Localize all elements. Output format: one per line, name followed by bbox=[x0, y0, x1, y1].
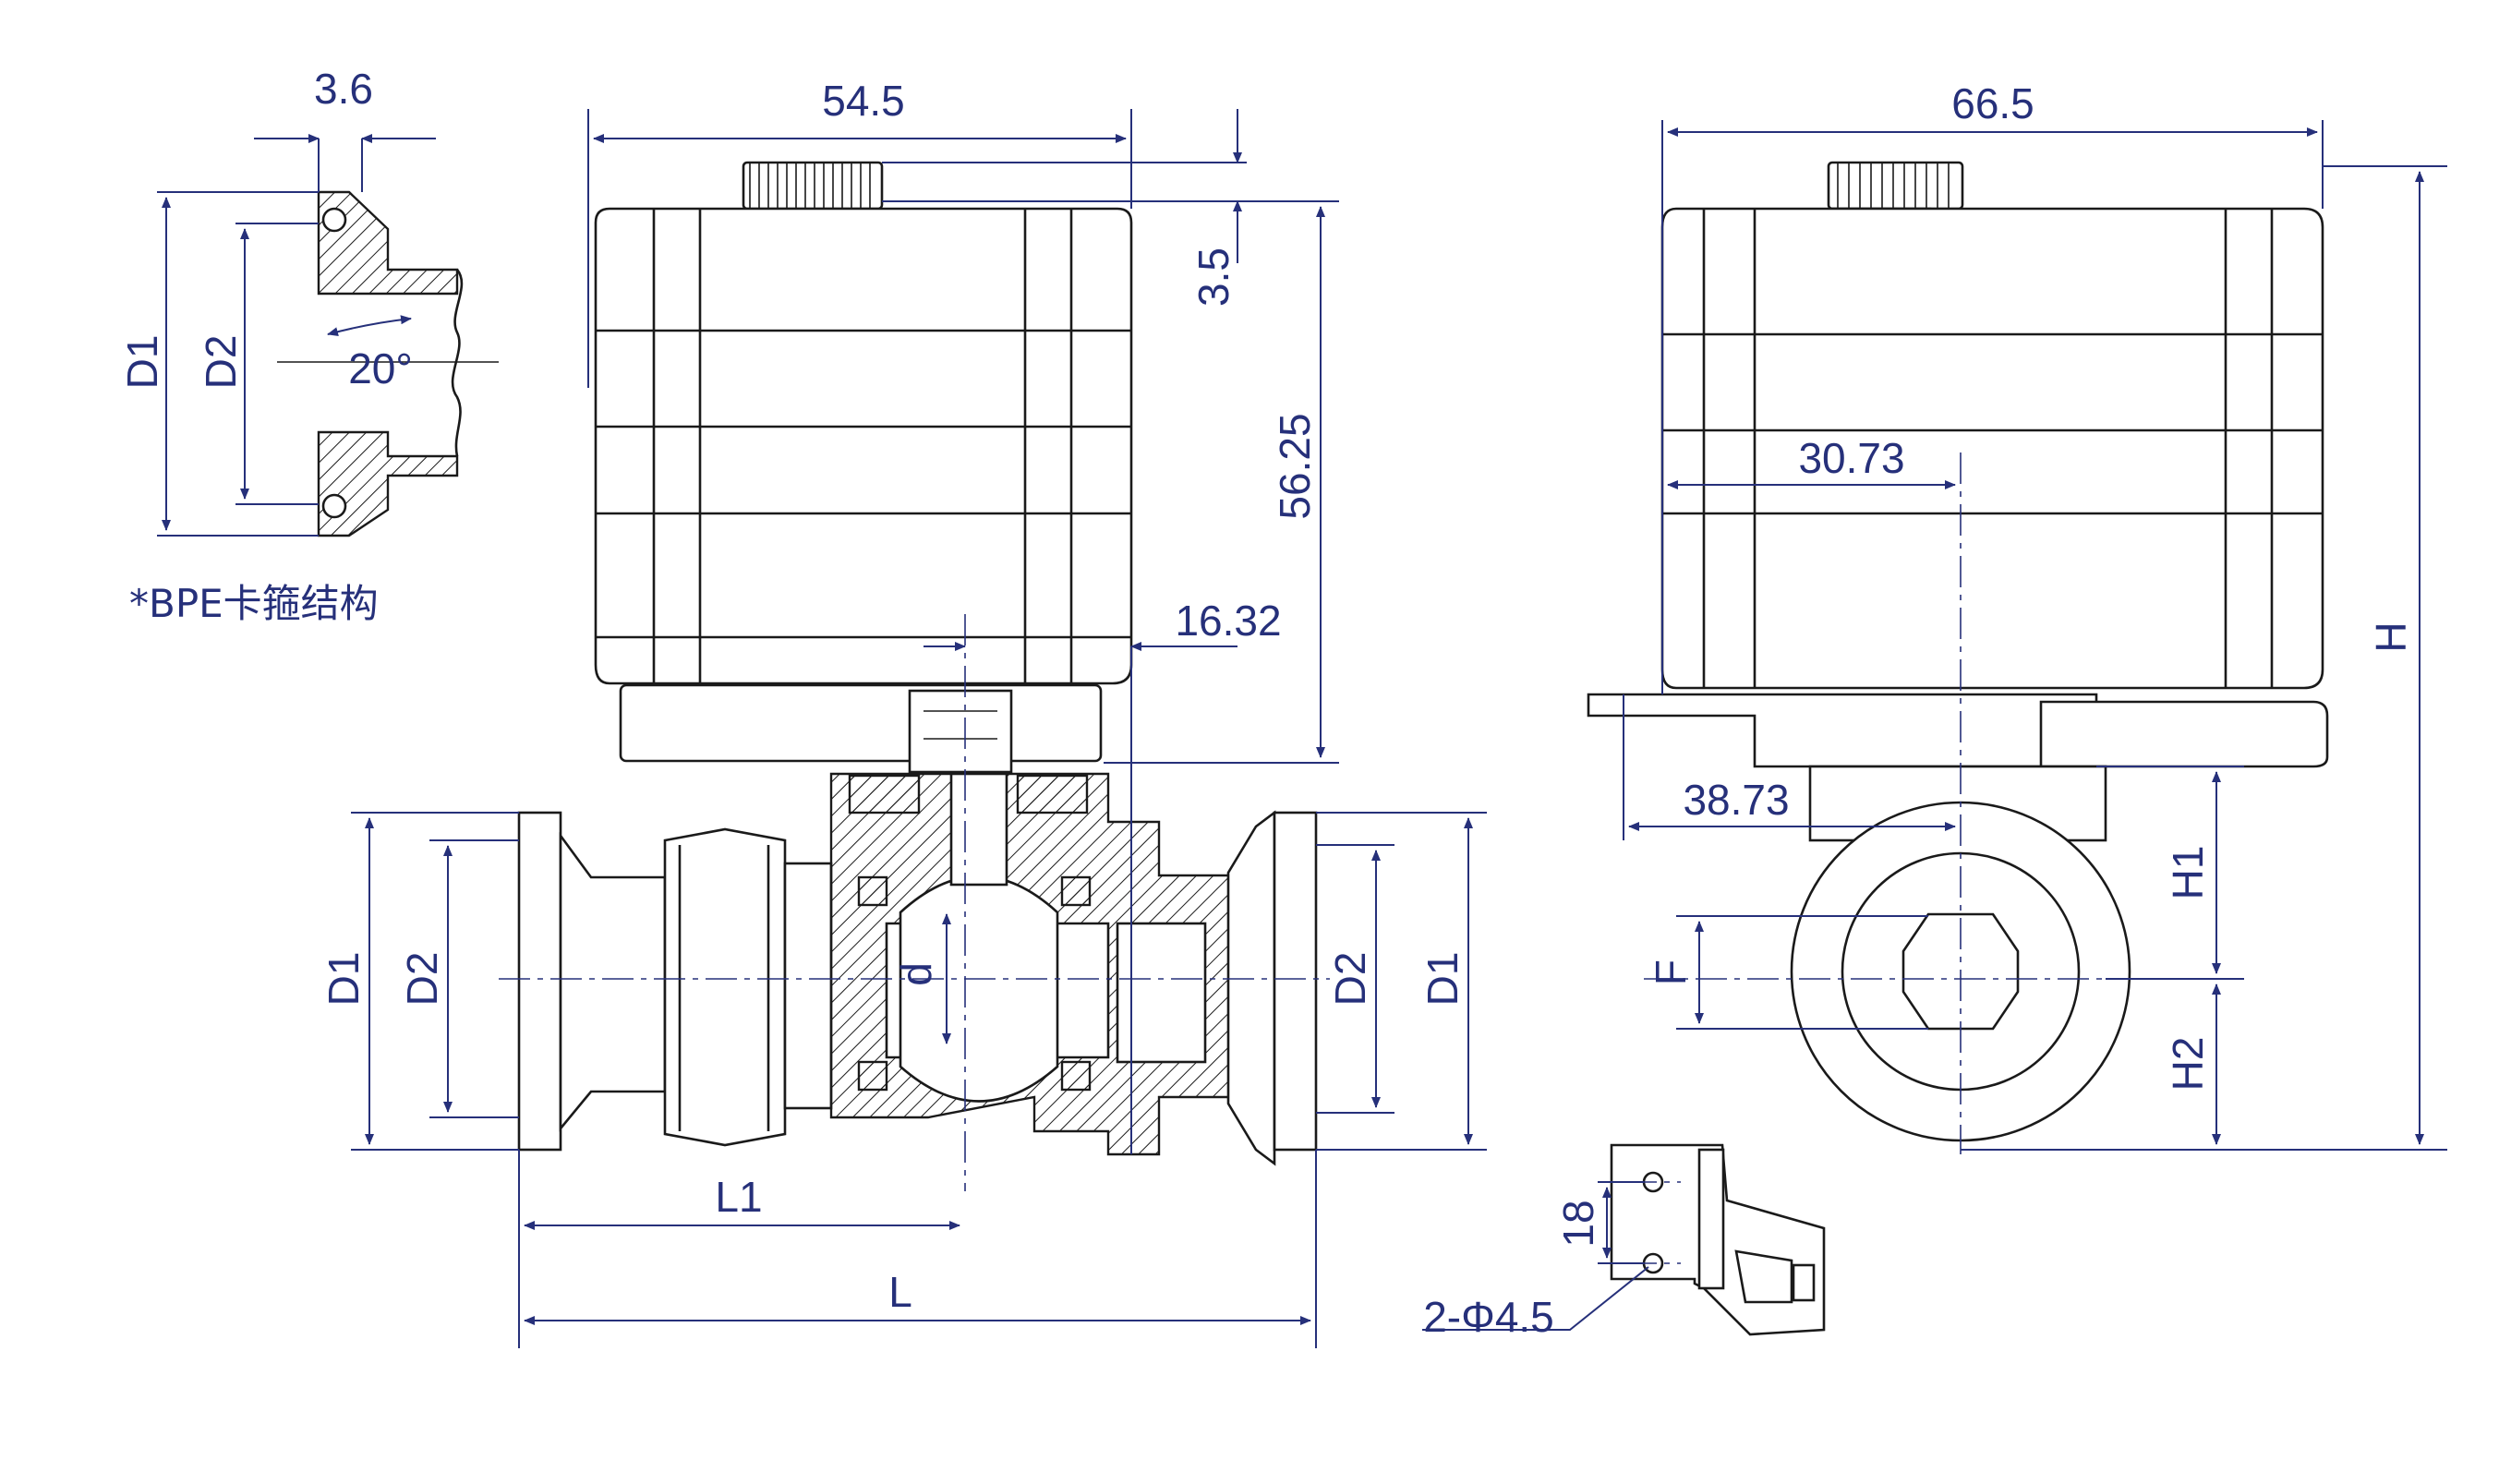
bpe-clamp-detail bbox=[277, 190, 499, 537]
dim-holes: 2-Φ4.5 bbox=[1423, 1293, 1554, 1341]
dim-actuator-width: 54.5 bbox=[822, 77, 905, 125]
dim-actuator-height: 56.25 bbox=[1271, 413, 1319, 519]
dim-length: L bbox=[888, 1268, 912, 1316]
dim-stem-offset: 16.32 bbox=[1175, 597, 1281, 645]
valve-body-front-section bbox=[517, 772, 1318, 1166]
dim-h2: H2 bbox=[2164, 1037, 2212, 1092]
dim-front-d1-right: D1 bbox=[1419, 952, 1467, 1007]
actuator-front-view bbox=[594, 161, 1133, 774]
dim-knob-height: 3.5 bbox=[1189, 247, 1237, 307]
dim-l1: L1 bbox=[715, 1173, 762, 1221]
dim-hole-spacing: 18 bbox=[1554, 1200, 1602, 1247]
dim-detail-d2: D2 bbox=[197, 335, 245, 390]
dim-height: H bbox=[2367, 621, 2415, 652]
dim-front-d2-left: D2 bbox=[398, 952, 446, 1007]
dimension-labels: 3.6 D1 D2 20° *BPE卡箍结构 54.5 3.5 56.25 16… bbox=[118, 65, 2415, 1341]
mounting-bracket-detail bbox=[1610, 1143, 1826, 1336]
dim-angle: 20° bbox=[348, 344, 413, 392]
dim-bracket-offset: 38.73 bbox=[1683, 776, 1789, 824]
dim-detail-d1: D1 bbox=[118, 335, 166, 390]
dim-stem-center-depth: 30.73 bbox=[1798, 434, 1904, 482]
dim-actuator-depth: 66.5 bbox=[1951, 79, 2034, 127]
dim-square: F bbox=[1647, 959, 1695, 985]
dimension-lines bbox=[157, 109, 2447, 1348]
dim-flange-thickness: 3.6 bbox=[314, 65, 373, 113]
dim-front-d1-left: D1 bbox=[320, 952, 368, 1007]
bpe-clamp-note: *BPE卡箍结构 bbox=[129, 581, 379, 626]
dim-h1: H1 bbox=[2164, 846, 2212, 900]
dim-front-d2-right: D2 bbox=[1326, 952, 1374, 1007]
dim-bore: d bbox=[892, 962, 940, 986]
